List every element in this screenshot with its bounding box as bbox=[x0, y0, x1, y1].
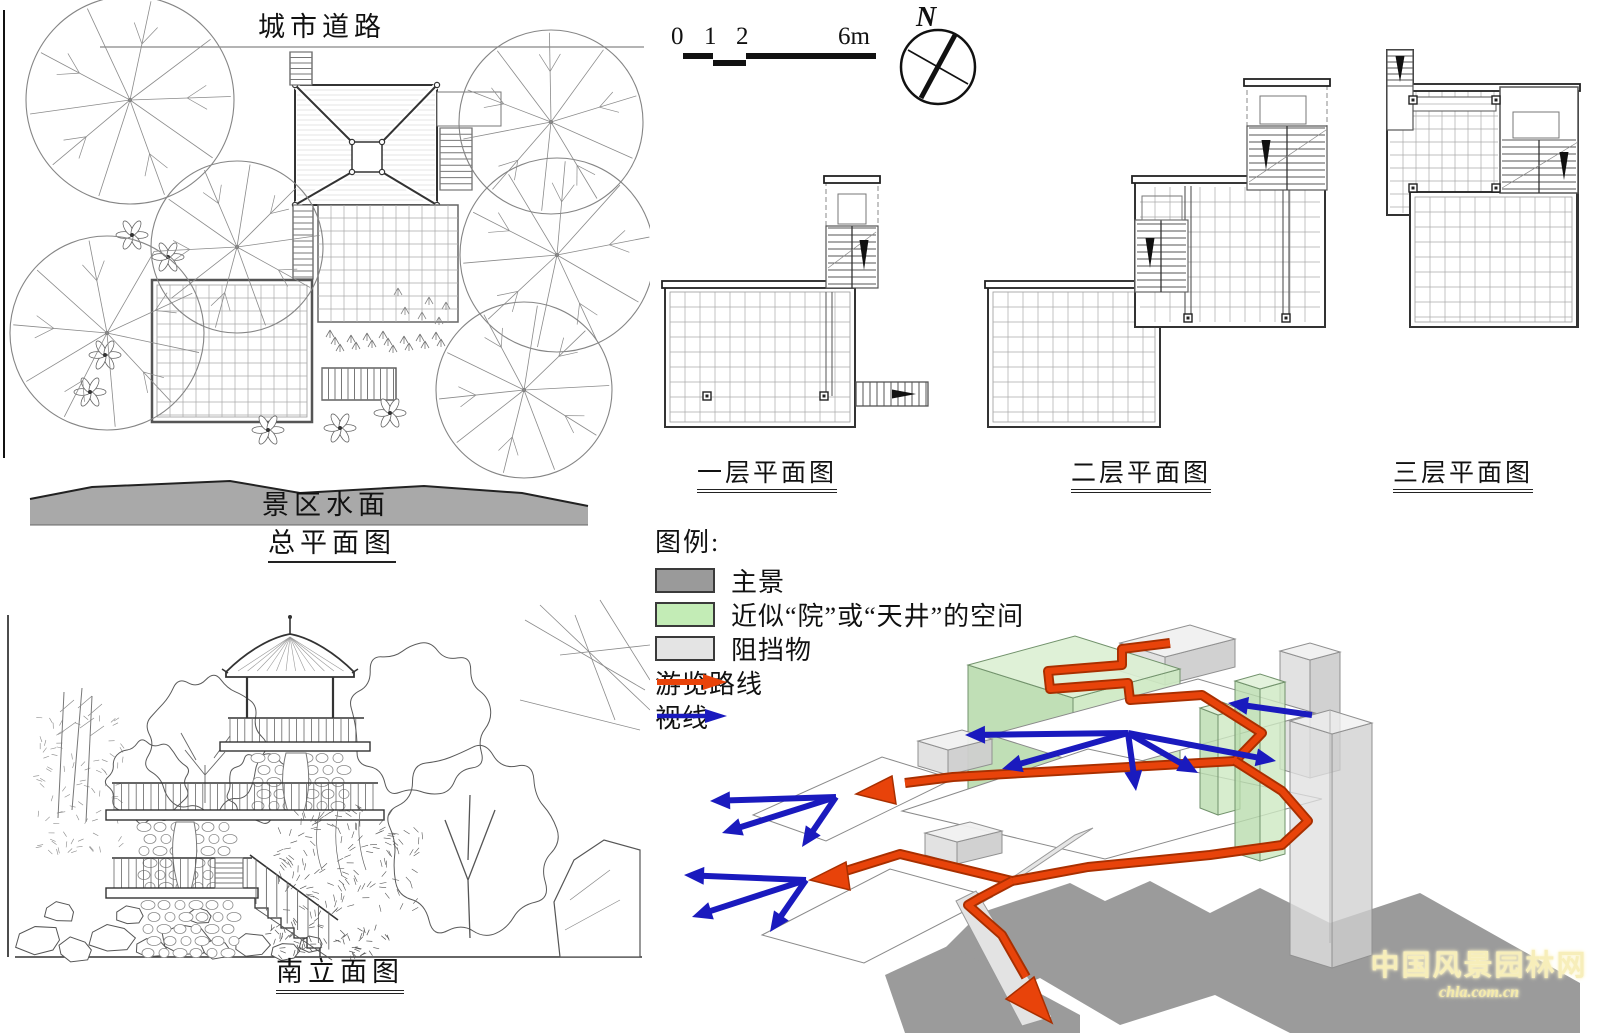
north-label: N bbox=[916, 2, 937, 33]
axonometric-diagram bbox=[684, 624, 1580, 1033]
scale-tick-6m: 6m bbox=[838, 23, 870, 50]
site-plan-title: 总平面图 bbox=[268, 528, 396, 563]
floor-plans-drawing bbox=[661, 28, 1581, 428]
courtyard-swatch bbox=[655, 601, 715, 627]
main-scenery-swatch bbox=[655, 567, 715, 593]
road-label: 城市道路 bbox=[258, 12, 386, 42]
water-label: 景区水面 bbox=[262, 490, 390, 520]
scale-tick-1: 1 bbox=[704, 23, 717, 50]
legend-item-obstacle: 阻挡物 bbox=[655, 631, 1125, 665]
plan3-caption: 三层平面图 bbox=[1378, 453, 1548, 493]
legend: 图例: 主景 近似“院”或“天井”的空间 阻挡物 游览路线 视线 bbox=[655, 522, 1125, 733]
legend-item-courtyard-space: 近似“院”或“天井”的空间 bbox=[655, 597, 1125, 631]
site-plan-drawing bbox=[3, 0, 650, 526]
tour-route-arrow-icon bbox=[657, 674, 727, 690]
legend-item-sight-line: 视线 bbox=[655, 699, 1125, 733]
obstacle-swatch bbox=[655, 635, 715, 661]
elevation-title: 南立面图 bbox=[276, 957, 404, 994]
scale-tick-2: 2 bbox=[736, 23, 749, 50]
plan1-caption: 一层平面图 bbox=[682, 453, 852, 493]
south-elevation-drawing bbox=[7, 599, 650, 963]
legend-title: 图例: bbox=[655, 528, 721, 557]
watermark: 中国风景园林网 chla.com.cn bbox=[1370, 950, 1588, 1001]
legend-item-main-scenery: 主景 bbox=[655, 563, 1125, 597]
sight-line-arrow-icon bbox=[657, 709, 727, 723]
legend-item-tour-route: 游览路线 bbox=[655, 665, 1125, 699]
scale-tick-0: 0 bbox=[671, 23, 684, 50]
plan2-caption: 二层平面图 bbox=[1056, 453, 1226, 493]
